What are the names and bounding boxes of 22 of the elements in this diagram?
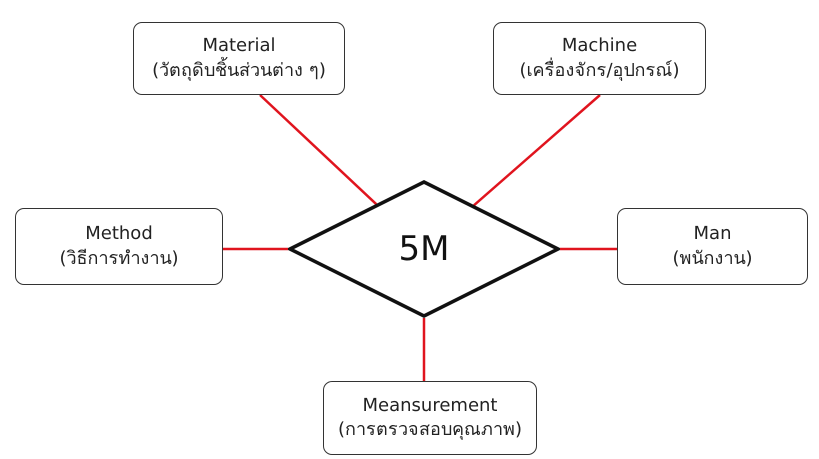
category-description: (วัตถุดิบชิ้นส่วนต่าง ๆ) bbox=[152, 58, 326, 83]
category-label: Machine bbox=[562, 34, 638, 58]
category-box bbox=[15, 208, 223, 285]
connector-line bbox=[422, 318, 426, 381]
category-description: (วิธีการทำงาน) bbox=[59, 246, 179, 270]
connector-line bbox=[473, 94, 601, 206]
category-description: (การตรวจสอบคุณภาพ) bbox=[338, 418, 522, 442]
category-box bbox=[133, 22, 345, 95]
category-label: Man bbox=[694, 222, 732, 246]
category-label: Method bbox=[85, 222, 153, 246]
category-label: Material bbox=[202, 34, 276, 56]
category-box bbox=[493, 22, 706, 95]
category-description: (พนักงาน) bbox=[672, 246, 753, 270]
category-box bbox=[617, 208, 808, 285]
connector-line bbox=[259, 94, 378, 206]
category-description: (เครื่องจักร/อุปกรณ์) bbox=[519, 58, 680, 83]
diamond-label: 5M bbox=[398, 229, 450, 269]
center-diamond bbox=[288, 180, 560, 318]
connector-line bbox=[223, 248, 288, 250]
category-box bbox=[323, 381, 537, 455]
category-label: Meansurement bbox=[362, 394, 498, 418]
connector-line bbox=[560, 248, 617, 250]
